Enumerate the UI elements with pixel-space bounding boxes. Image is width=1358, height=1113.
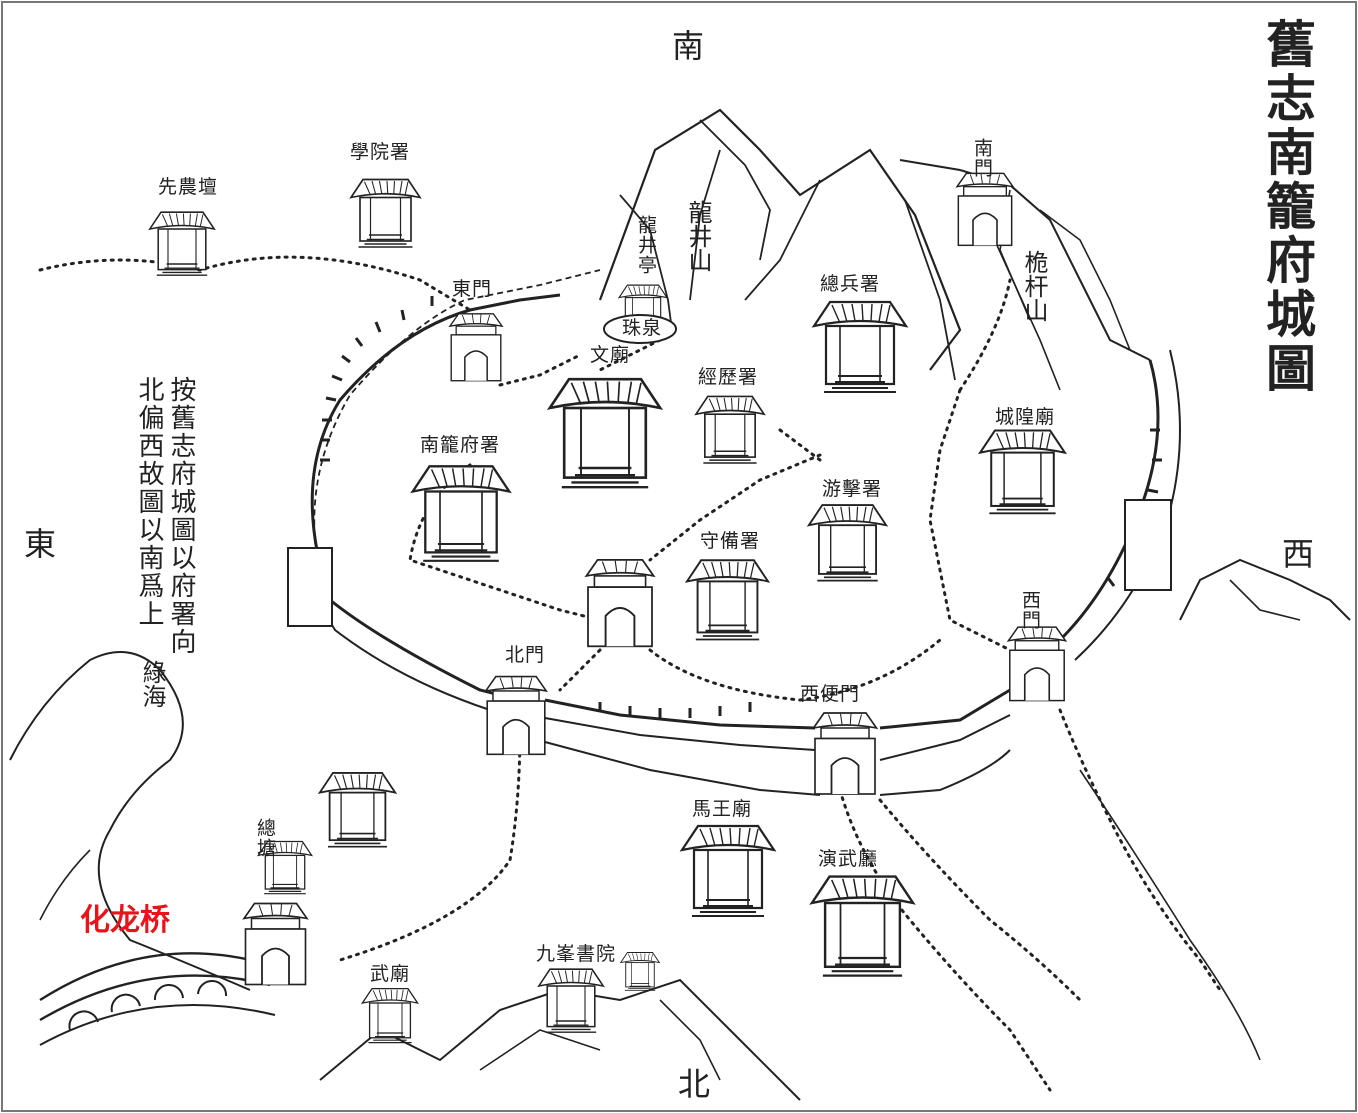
label-weigan-mountain: 桅杆山 bbox=[1020, 250, 1048, 322]
label-ximen-gate: 西門 bbox=[1019, 590, 1041, 630]
direction-south: 南 bbox=[672, 27, 705, 65]
label-zongtang: 總塘 bbox=[254, 818, 276, 858]
label-confucian-temple: 文廟 bbox=[590, 344, 631, 366]
label-longjing-pavilion: 龍井亭 bbox=[635, 215, 657, 275]
label-yanwu-hall: 演武廳 bbox=[818, 848, 879, 870]
label-jingli-office: 經歷署 bbox=[698, 366, 759, 388]
label-shoubei-office: 守備署 bbox=[700, 530, 761, 552]
direction-north: 北 bbox=[678, 1065, 711, 1103]
map-note-line-2: 北偏西故圖以南爲上 bbox=[134, 376, 164, 628]
label-xiannong-altar: 先農壇 bbox=[158, 176, 219, 198]
label-prefecture-office: 南籠府署 bbox=[420, 434, 501, 456]
label-youji-office: 游擊署 bbox=[822, 478, 883, 500]
direction-east: 東 bbox=[24, 525, 57, 563]
label-zongbing-office: 總兵署 bbox=[820, 273, 881, 295]
label-xueyuan-office: 學院署 bbox=[350, 141, 411, 163]
label-longjing-mountain: 龍井山 bbox=[684, 200, 712, 272]
label-hualong-bridge: 化龙桥 bbox=[80, 903, 170, 938]
label-beimen-gate: 北門 bbox=[505, 644, 546, 666]
map-title: 舊志南籠府城圖 bbox=[1258, 18, 1317, 396]
label-nanmen-gate: 南門 bbox=[971, 138, 993, 178]
label-martial-temple: 武廟 bbox=[370, 963, 411, 985]
label-dongmen-gate: 東門 bbox=[452, 278, 493, 300]
label-jiufeng-academy: 九峯書院 bbox=[536, 943, 617, 965]
map-note-line-1: 按舊志府城圖以府署向 bbox=[166, 376, 196, 656]
label-city-god-temple: 城隍廟 bbox=[995, 406, 1056, 428]
direction-west: 西 bbox=[1282, 535, 1315, 573]
label-xibian-gate: 西便門 bbox=[800, 683, 861, 705]
water-label: 綠海 bbox=[138, 660, 166, 708]
label-zhuquan-spring: 珠泉 bbox=[622, 317, 663, 339]
label-mawang-temple: 馬王廟 bbox=[692, 798, 753, 820]
